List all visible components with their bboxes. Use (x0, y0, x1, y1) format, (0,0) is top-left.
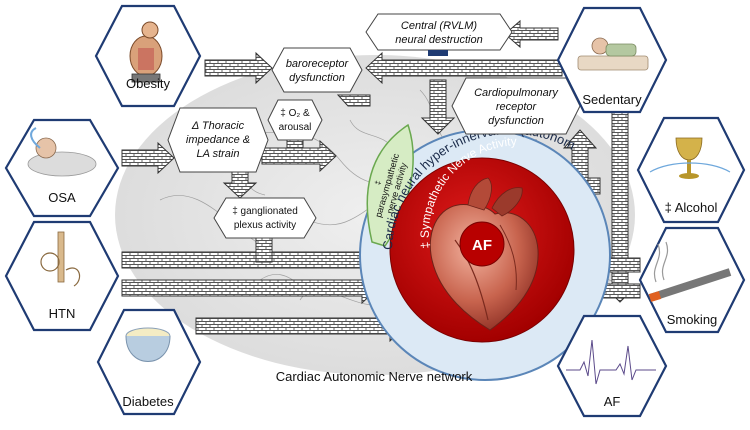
svg-text:OSA: OSA (48, 190, 76, 205)
footer-caption: Cardiac Autonomic Nerve network (276, 369, 473, 384)
svg-text:Cardiopulmonary: Cardiopulmonary (474, 87, 559, 99)
alcohol-illustration (649, 137, 731, 179)
hex-osa: OSA (4, 118, 120, 218)
hex-smoking: Smoking (638, 226, 746, 334)
arrow-thoracic-gang (222, 171, 258, 199)
svg-text:baroreceptor: baroreceptor (286, 58, 350, 70)
box-cardiopulmonary: Cardiopulmonary receptor dysfunction (451, 77, 581, 135)
hex-diabetes: Diabetes (96, 308, 202, 416)
svg-text:HTN: HTN (49, 306, 76, 321)
arrow-sedentary-baro (365, 51, 563, 85)
box-baroreceptor: baroreceptor dysfunction (271, 47, 363, 93)
heart-illustration (429, 177, 539, 331)
arrow-osa-thoracic (121, 141, 175, 175)
hex-alcohol: ‡ Alcohol (636, 116, 746, 224)
svg-text:AF: AF (604, 394, 621, 409)
hex-htn: HTN (4, 220, 120, 332)
af-badge (459, 221, 505, 267)
osa-illustration (27, 127, 97, 177)
htn-illustration (40, 231, 81, 287)
arrow-htn-vertical (255, 237, 273, 263)
smoking-illustration (648, 241, 732, 302)
af-badge-label: AF (472, 237, 492, 254)
svg-text:receptor: receptor (496, 101, 538, 113)
hex-sedentary: Sedentary (556, 6, 668, 114)
svg-text:Central (RVLM): Central (RVLM) (401, 20, 478, 32)
svg-text:impedance &: impedance & (186, 134, 250, 146)
arrow-o2-down (286, 139, 304, 149)
svg-text:arousal: arousal (279, 122, 312, 133)
ecg-trace (566, 339, 656, 385)
hex-obesity: Obesity (94, 4, 202, 108)
box-ganglionated: ‡ ganglionated plexus activity (213, 197, 317, 239)
diabetes-illustration (125, 327, 171, 362)
svg-text:‡: ‡ (373, 179, 383, 186)
svg-text:Obesity: Obesity (126, 76, 171, 91)
svg-text:plexus activity: plexus activity (234, 220, 296, 231)
svg-text:Δ Thoracic: Δ Thoracic (191, 120, 245, 132)
hex-af: AF (556, 314, 668, 418)
sedentary-illustration (577, 37, 649, 71)
arrows (121, 19, 641, 343)
arrow-sedentary-central (504, 19, 559, 49)
arrow-baro-para (420, 79, 456, 135)
svg-text:Smoking: Smoking (667, 312, 718, 327)
svg-text:dysfunction: dysfunction (488, 115, 544, 127)
svg-text:dysfunction: dysfunction (289, 72, 345, 84)
svg-text:‡ ganglionated: ‡ ganglionated (232, 206, 298, 217)
svg-text:neural destruction: neural destruction (395, 34, 482, 46)
box-central: Central (RVLM) neural destruction (365, 13, 513, 56)
svg-text:Diabetes: Diabetes (122, 394, 174, 409)
arrow-baro-down (336, 94, 371, 107)
svg-text:LA strain: LA strain (196, 148, 239, 160)
arrow-thoracic-para (261, 139, 337, 173)
svg-text:‡ O₂ &: ‡ O₂ & (280, 108, 310, 119)
box-o2-arousal: ‡ O₂ & arousal (267, 99, 323, 141)
svg-text:Sedentary: Sedentary (582, 92, 642, 107)
obesity-illustration (129, 21, 163, 83)
box-thoracic: Δ Thoracic impedance & LA strain (167, 107, 269, 173)
svg-text:‡ Alcohol: ‡ Alcohol (665, 200, 718, 215)
arrow-obesity-baro (204, 51, 273, 85)
